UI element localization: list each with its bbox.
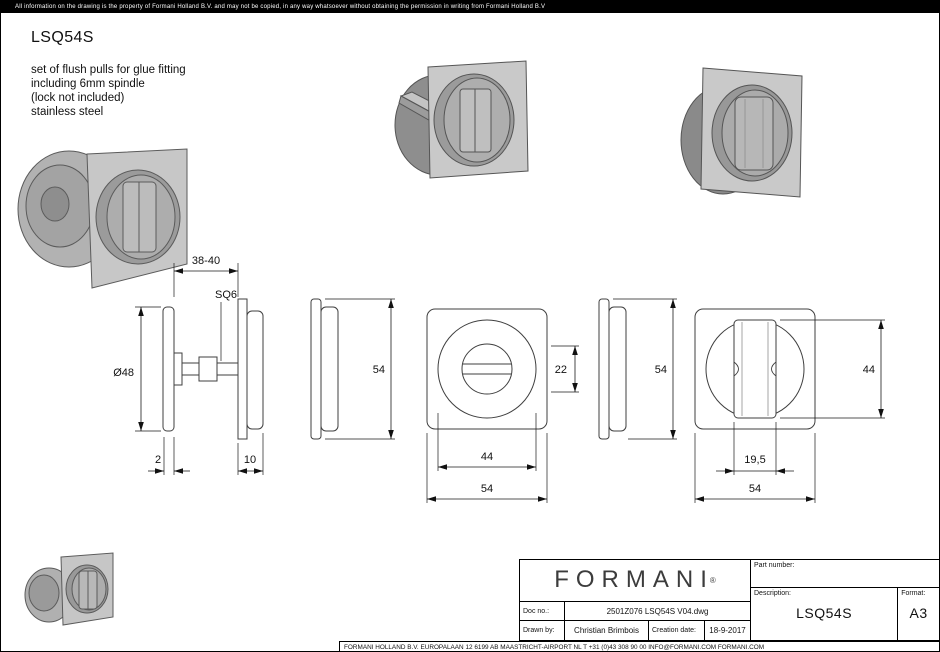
dim-plate-width-turn: 54	[481, 483, 493, 495]
drawn-by-value: Christian Brimbois	[564, 621, 648, 641]
doc-no-row: Doc no.: 2501Z076 LSQ54S V04.dwg	[520, 600, 750, 621]
cup-profile	[320, 306, 339, 432]
cup-profile	[246, 310, 264, 430]
plate-profile	[310, 298, 322, 440]
dim-grip-width: 19,5	[744, 454, 765, 466]
rosette-profile	[162, 306, 175, 432]
dim-plate-height-left: 54	[373, 364, 385, 376]
side-view-left: 54	[310, 298, 395, 440]
description-line: including 6mm spindle	[31, 78, 145, 90]
doc-no-label: Doc no.:	[523, 607, 550, 615]
dim-cup-depth-group: 10	[237, 433, 264, 475]
dim-spindle-group: SQ6	[215, 289, 237, 361]
creation-date-value: 18-9-2017	[704, 621, 750, 641]
section-view-pair	[162, 298, 264, 440]
turn-knob	[461, 343, 513, 395]
front-view-pull-side: 44 19,5 54	[694, 308, 885, 503]
iso-view-small	[24, 552, 114, 626]
copyright-bar: All information on the drawing is the pr…	[1, 1, 939, 13]
title-block-left: FORMANI® Doc no.: 2501Z076 LSQ54S V04.dw…	[520, 560, 750, 641]
drawn-by-label: Drawn by:	[523, 627, 555, 635]
plate-profile	[237, 298, 248, 440]
format-value: A3	[909, 605, 928, 621]
iso-view-back-pair	[17, 148, 188, 289]
description-line: (lock not included)	[31, 92, 125, 104]
dim-plate-height-right: 54	[655, 364, 667, 376]
brand-name: FORMANI	[554, 566, 714, 594]
creation-date-label: Creation date:	[648, 621, 704, 641]
company-footer-text: FORMANI HOLLAND B.V. EUROPALAAN 12 6199 …	[344, 644, 765, 651]
description-cell: Description: LSQ54S	[751, 588, 897, 640]
description-label: Description:	[754, 590, 791, 597]
description-line: set of flush pulls for glue fitting	[31, 64, 186, 76]
front-view-turn-side: 22 44 54	[426, 308, 579, 503]
format-cell: Format: A3	[897, 588, 939, 640]
cup-profile	[608, 306, 627, 432]
dim-grip-height: 44	[863, 364, 875, 376]
dim-door-range-group: 38-40	[173, 255, 239, 297]
description-line: stainless steel	[31, 106, 104, 118]
dim-cup-diameter: Ø48	[113, 367, 134, 379]
dim-cup-depth: 10	[244, 454, 256, 466]
title-block-right: Part number: Description: LSQ54S Format:…	[750, 560, 939, 640]
formani-logo: FORMANI®	[520, 560, 750, 601]
doc-no-value: 2501Z076 LSQ54S V04.dwg	[564, 601, 750, 621]
title-block: FORMANI® Doc no.: 2501Z076 LSQ54S V04.dw…	[519, 559, 939, 641]
description-value: LSQ54S	[796, 605, 853, 621]
drawn-by-row: Drawn by: Christian Brimbois Creation da…	[520, 620, 750, 641]
dim-cup-diameter-group: Ø48	[113, 306, 161, 432]
copyright-text: All information on the drawing is the pr…	[15, 4, 546, 10]
product-title: LSQ54S	[31, 29, 94, 46]
dim-recess-diameter: 44	[481, 451, 493, 463]
dim-plate-width-pull: 54	[749, 483, 761, 495]
part-number-label: Part number:	[754, 562, 795, 569]
side-view-right: 54	[598, 298, 677, 440]
dim-rosette-thickness: 2	[155, 454, 161, 466]
plate-profile	[598, 298, 610, 440]
product-description: set of flush pulls for glue fitting incl…	[31, 63, 186, 119]
company-footer: FORMANI HOLLAND B.V. EUROPALAAN 12 6199 …	[339, 641, 939, 651]
spindle-block	[198, 356, 218, 382]
iso-view-turn-side	[394, 60, 529, 179]
iso-view-pull-side	[680, 67, 803, 198]
dim-spindle-size: SQ6	[215, 289, 237, 301]
pull-grip	[734, 96, 774, 171]
title-block-bottom: Description: LSQ54S Format: A3	[751, 587, 939, 640]
dim-rosette-thickness-group: 2	[148, 437, 190, 475]
dim-door-range: 38-40	[192, 255, 220, 267]
pull-grip	[733, 319, 777, 419]
registered-mark: ®	[709, 575, 716, 585]
format-label: Format:	[901, 590, 926, 597]
dim-turn-height: 22	[555, 364, 567, 376]
part-number-cell: Part number:	[751, 560, 939, 587]
